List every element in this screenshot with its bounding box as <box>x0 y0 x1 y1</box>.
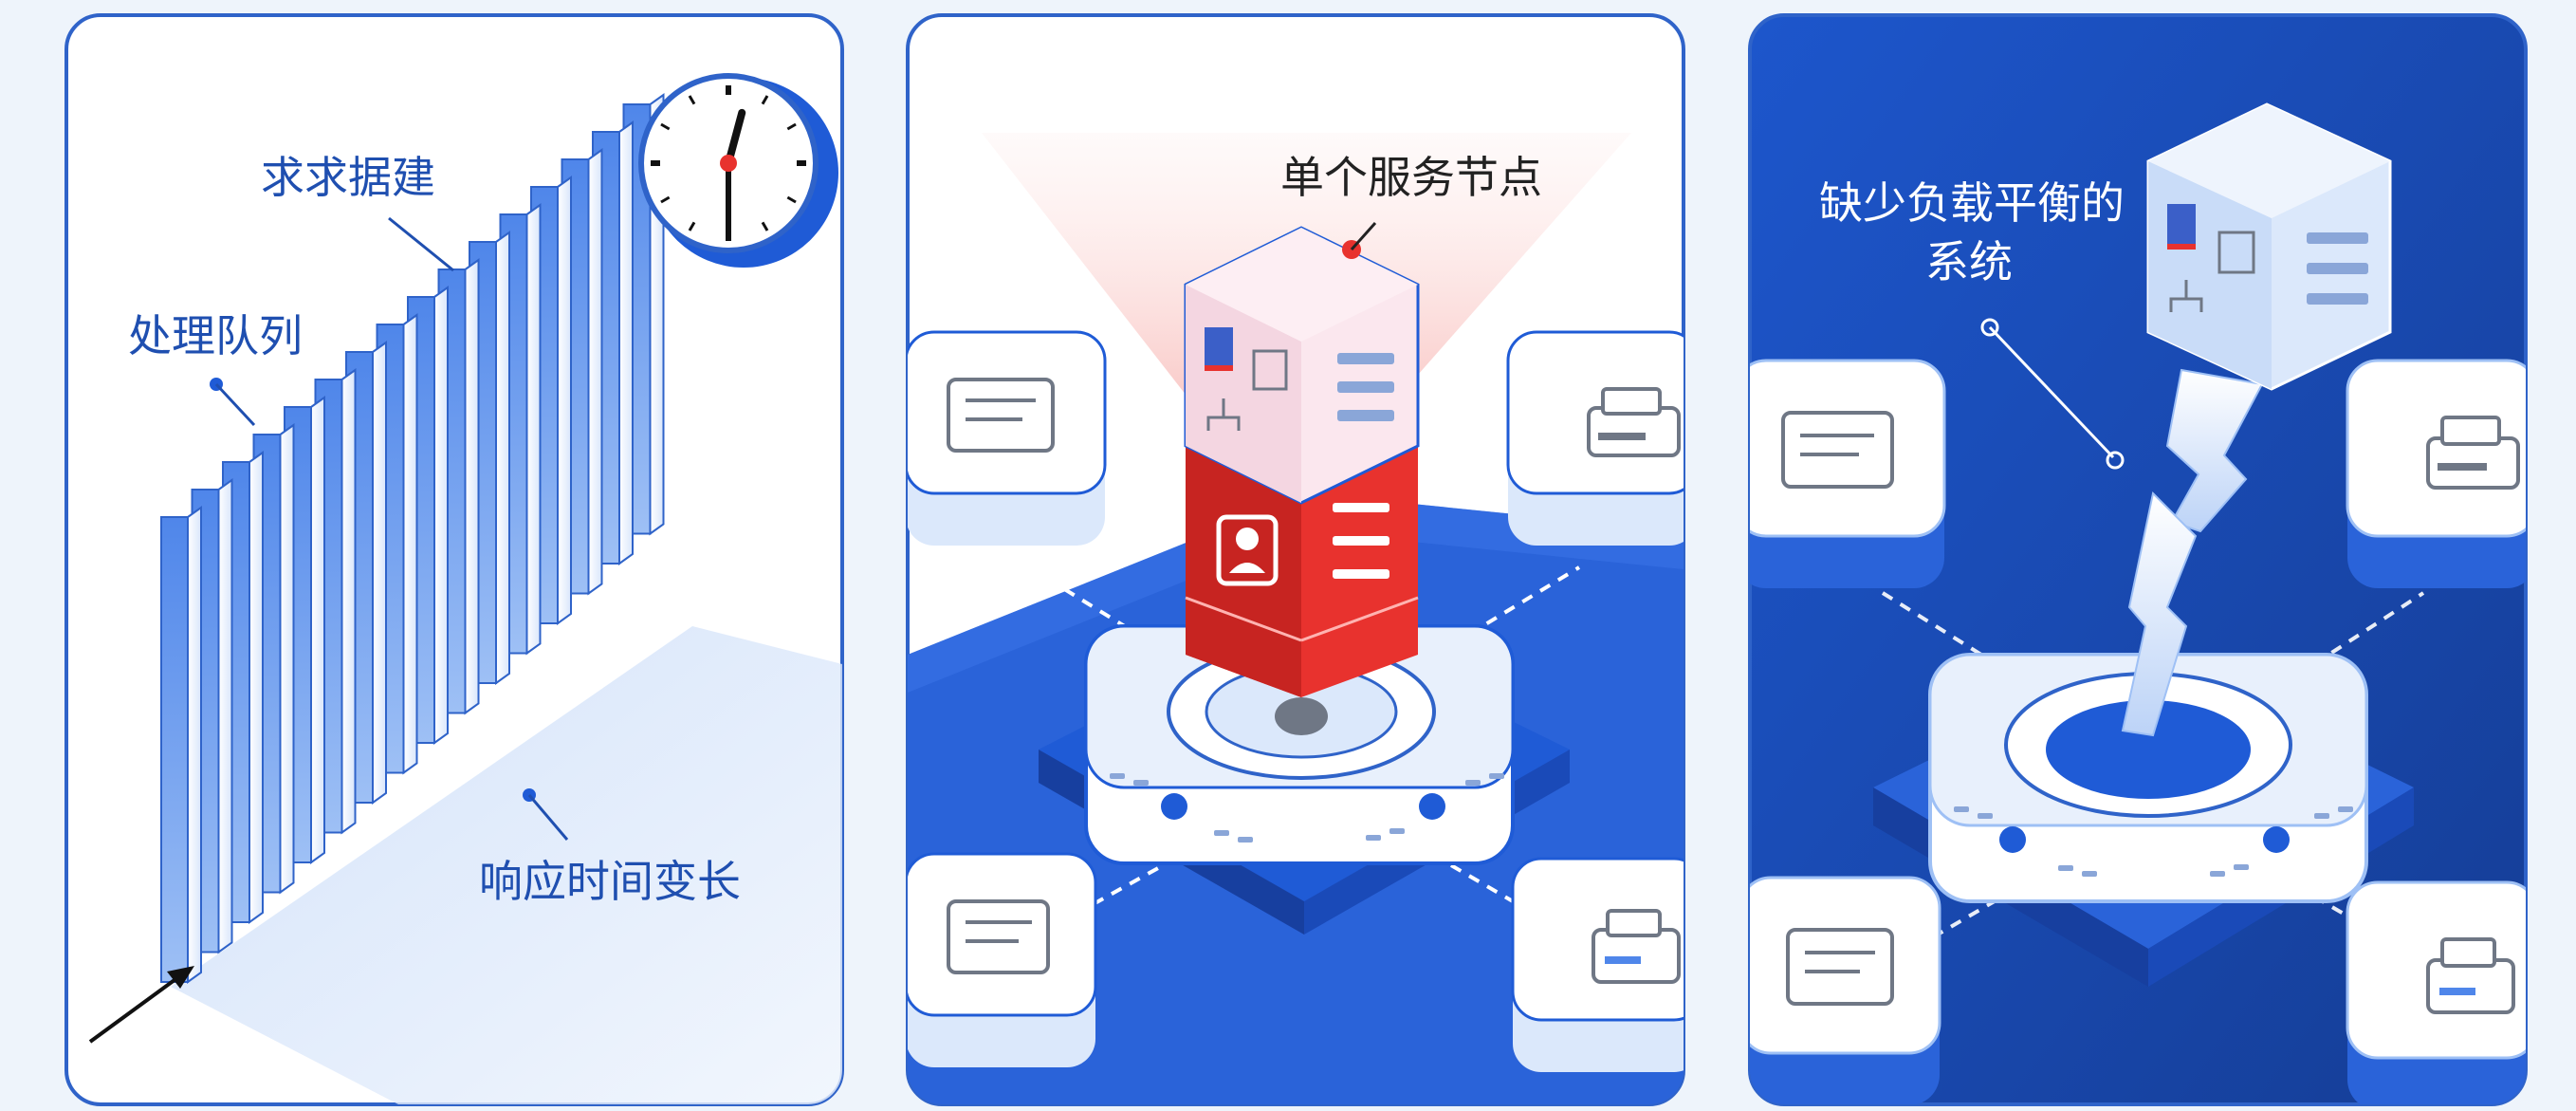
clock-tick <box>688 221 696 231</box>
satellite-tile-bottom-left <box>1750 876 1941 1104</box>
document-icon <box>1786 928 1894 1006</box>
queue-bar-side <box>217 478 233 954</box>
satellite-tile-bottom-right <box>2346 880 2526 1104</box>
queue-bar-side <box>464 258 480 715</box>
satellite-tile-top-right <box>1506 330 1684 546</box>
queue-bar-side <box>525 203 542 656</box>
panel-single-node: 单个服务节点 <box>906 13 1685 1106</box>
queue-bar-side <box>433 286 449 745</box>
printer-icon <box>2426 937 2515 1014</box>
satellite-tile-bottom-left <box>908 852 1097 1067</box>
queue-bar-side <box>310 396 325 864</box>
clock-icon <box>638 73 838 268</box>
queue-bar-side <box>279 423 295 895</box>
satellite-tile-top-left <box>1750 359 1946 588</box>
queue-bar-side <box>557 176 572 625</box>
clock-tick <box>761 221 769 231</box>
clock-tick <box>786 195 797 204</box>
queue-bar-side <box>402 313 418 775</box>
label-missing-lb-line2: 系统 <box>1925 236 2013 287</box>
printer-icon <box>1587 387 1681 457</box>
server-icon <box>2146 102 2392 391</box>
queue-bar-side <box>618 120 634 565</box>
satellite-tile-bottom-right <box>1511 857 1684 1072</box>
clock-tick <box>660 195 671 204</box>
label-missing-lb-line1: 缺少负载平衡的 <box>1819 177 2125 229</box>
document-icon <box>1781 411 1894 489</box>
label-response-time: 响应时间变长 <box>479 856 741 907</box>
satellite-tile-top-left <box>908 330 1107 546</box>
central-base <box>1873 653 2414 987</box>
broken-beam-icon <box>2121 368 2264 737</box>
clock-tick <box>688 95 696 105</box>
printer-icon <box>2426 416 2520 490</box>
satellite-tile-top-right <box>2346 359 2526 588</box>
server-icon <box>1184 226 1420 697</box>
queue-bar-side <box>248 451 264 924</box>
label-single-service-node: 单个服务节点 <box>1280 152 1542 203</box>
queue-bar-side <box>372 341 387 805</box>
printer-icon <box>1592 909 1681 984</box>
queue-bar <box>160 516 189 983</box>
panel-queue: 求求据建 处理队列 响应时间变长 <box>64 13 844 1106</box>
queue-bar-side <box>340 368 357 835</box>
label-processing-queue: 处理队列 <box>128 310 303 361</box>
panel-no-load-balancing: 缺少负载平衡的 系统 <box>1748 13 2528 1106</box>
queue-bar-side <box>495 231 510 685</box>
document-icon <box>947 378 1055 453</box>
arrow-icon <box>88 966 194 1044</box>
clock-tick <box>786 122 797 131</box>
queue-bar-side <box>187 506 202 984</box>
label-requests-data: 求求据建 <box>261 152 435 203</box>
queue-bar-side <box>587 148 603 596</box>
clock-tick <box>660 122 671 131</box>
document-icon <box>947 899 1050 974</box>
central-base <box>1039 617 1570 935</box>
clock-tick <box>761 95 769 105</box>
user-icon <box>1216 514 1279 586</box>
